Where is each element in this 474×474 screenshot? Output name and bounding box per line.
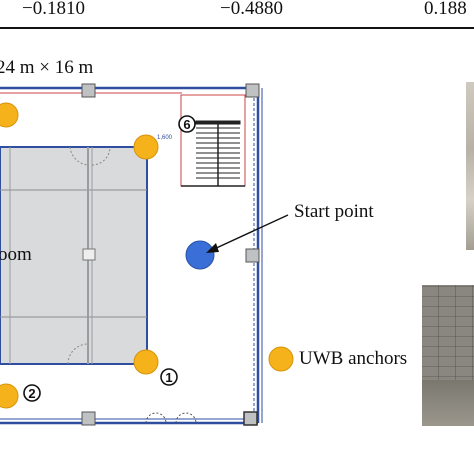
legend-anchor-label: UWB anchors xyxy=(299,348,408,369)
small-dimension-label: 1,600 xyxy=(157,135,173,141)
pillar xyxy=(245,248,260,263)
site-photo-bottom xyxy=(422,285,474,426)
uwb-anchor-6 xyxy=(133,134,159,160)
table-cell-1: −0.1810 xyxy=(22,0,85,19)
uwb-anchor-1 xyxy=(133,349,159,375)
uwb-anchor-2 xyxy=(0,383,19,409)
legend-anchor-swatch xyxy=(268,346,294,372)
door-arc xyxy=(145,412,167,424)
table-cell-3: 0.188 xyxy=(424,0,467,19)
table-cell-2: −0.4880 xyxy=(220,0,283,19)
room-label: oom xyxy=(0,244,32,265)
door-arc xyxy=(175,412,197,424)
pillar xyxy=(81,83,96,98)
room-block xyxy=(0,146,148,365)
pillar xyxy=(245,83,260,98)
start-point-label: Start point xyxy=(294,201,374,222)
anchor-marker-1: 1 xyxy=(160,368,178,386)
anchor-marker-2: 2 xyxy=(23,384,41,402)
start-point-marker xyxy=(185,240,215,270)
pillar xyxy=(81,411,96,426)
arrow-head xyxy=(206,243,219,253)
dimension-label: 24 m × 16 m xyxy=(0,57,94,78)
anchor-marker-6: 6 xyxy=(178,115,196,133)
start-point-arrow xyxy=(211,214,289,251)
svg-text:2: 2 xyxy=(28,386,35,401)
svg-text:6: 6 xyxy=(183,117,190,132)
svg-text:1: 1 xyxy=(165,370,172,385)
staircase xyxy=(180,94,246,187)
table-bottom-rule xyxy=(0,27,474,29)
uwb-anchor xyxy=(0,102,19,128)
pillar xyxy=(243,411,258,426)
site-photo-top xyxy=(466,82,474,250)
